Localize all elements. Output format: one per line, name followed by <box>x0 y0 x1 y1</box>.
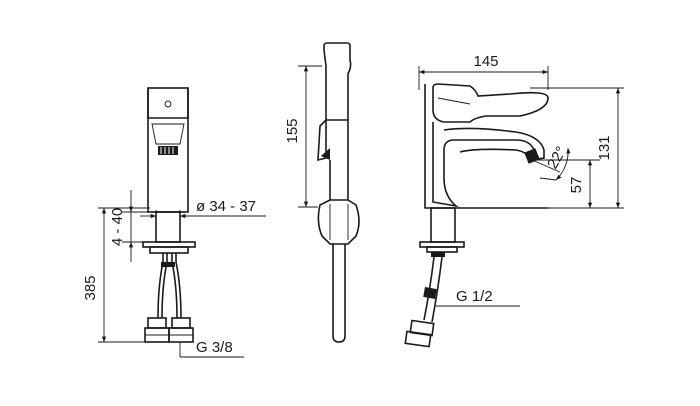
side-aerator <box>524 148 540 164</box>
connection-left-label: G 3/8 <box>196 339 233 356</box>
width-label: 145 <box>473 53 498 70</box>
shower-holder <box>317 199 360 245</box>
front-nut <box>149 246 189 254</box>
side-lever <box>432 83 549 123</box>
spout-height-label: 57 <box>568 177 585 194</box>
side-faucet-base <box>424 84 548 209</box>
diameter-label: ø 34 - 37 <box>196 198 256 215</box>
side-shank <box>430 207 456 243</box>
angle-arc <box>555 147 571 181</box>
front-lever <box>147 88 189 119</box>
side-view: 145 131 57 22° G 1/2 <box>404 53 624 348</box>
front-lever-screw <box>164 100 172 108</box>
shower-head <box>323 42 352 120</box>
height-label: 131 <box>596 135 613 160</box>
side-spout <box>443 127 545 161</box>
connection-right-label: G 1/2 <box>456 288 493 305</box>
front-shank <box>155 211 181 243</box>
angle-label: 22° <box>544 144 570 172</box>
front-aerator <box>158 146 178 155</box>
front-view: 385 4 - 40 ø 34 - 37 G 3/8 <box>82 87 266 358</box>
front-spout-recess <box>151 123 185 145</box>
shower-height-label: 155 <box>284 118 301 143</box>
front-hose-nut-left <box>147 317 167 329</box>
shower-view: 155 <box>284 42 360 343</box>
mount-thickness-label: 4 - 40 <box>109 208 126 246</box>
angle-reference-line <box>531 159 561 173</box>
total-height-label: 385 <box>82 275 99 300</box>
front-hose-nut-right <box>171 317 191 329</box>
shower-hose <box>332 244 346 343</box>
